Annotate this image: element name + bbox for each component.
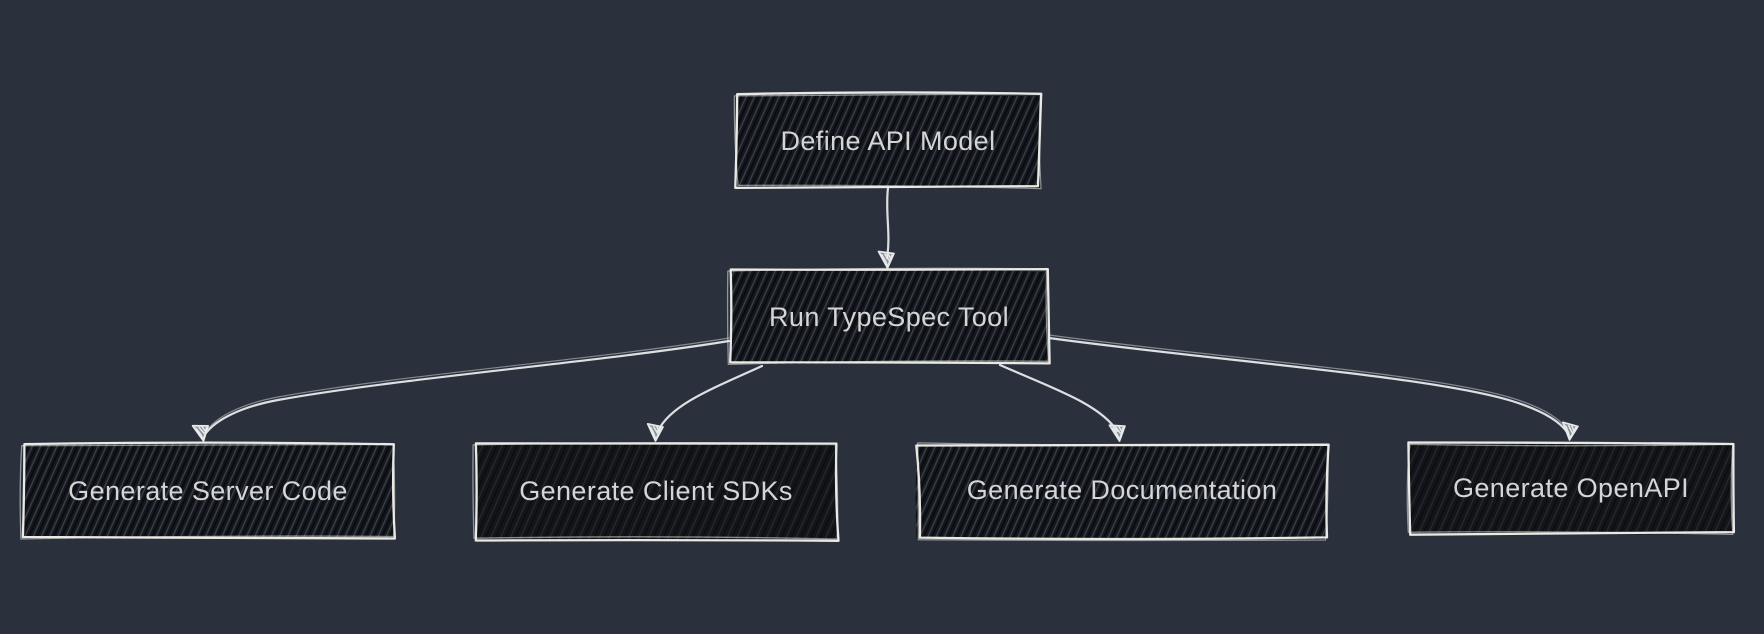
arrowhead-icon: [645, 423, 664, 443]
node-generate-server-code: Generate Server Code: [19, 441, 397, 540]
arrowhead-icon: [1559, 421, 1580, 442]
node-label-generate-documentation: Generate Documentation: [967, 475, 1277, 505]
node-label-define-api-model: Define API Model: [780, 126, 995, 156]
node-box: [21, 441, 397, 540]
node-box: [915, 443, 1329, 540]
node-box: [729, 267, 1051, 365]
edge-run-to-docs: [998, 363, 1127, 443]
node-define-api-model: Define API Model: [733, 91, 1043, 190]
node-box: [730, 269, 1049, 365]
node-generate-openapi: Generate OpenAPI: [1406, 441, 1736, 536]
edge-run-to-client: [645, 364, 764, 443]
edge-run-to-server: [191, 337, 731, 444]
node-box: [733, 93, 1042, 190]
node-label-run-typespec-tool: Run TypeSpec Tool: [769, 302, 1009, 332]
arrowhead-icon: [1108, 423, 1127, 443]
arrowhead-icon: [877, 250, 895, 269]
node-box: [915, 443, 1330, 541]
node-label-generate-openapi: Generate OpenAPI: [1453, 473, 1689, 503]
node-label-generate-client-sdks: Generate Client SDKs: [519, 476, 793, 506]
node-label-generate-server-code: Generate Server Code: [68, 476, 348, 506]
node-box: [474, 442, 840, 542]
node-box: [1409, 442, 1733, 535]
edge-run-to-openapi: [1047, 334, 1580, 442]
node-box: [475, 443, 838, 540]
node-generate-client-sdks: Generate Client SDKs: [472, 441, 840, 542]
edge-define-to-run: [877, 186, 895, 269]
node-run-typespec-tool: Run TypeSpec Tool: [726, 267, 1051, 366]
node-box: [1406, 443, 1734, 536]
node-box: [23, 443, 395, 539]
node-box: [1407, 441, 1736, 536]
node-generate-documentation: Generate Documentation: [915, 442, 1330, 542]
node-box: [735, 94, 1042, 189]
node-box: [734, 91, 1043, 190]
